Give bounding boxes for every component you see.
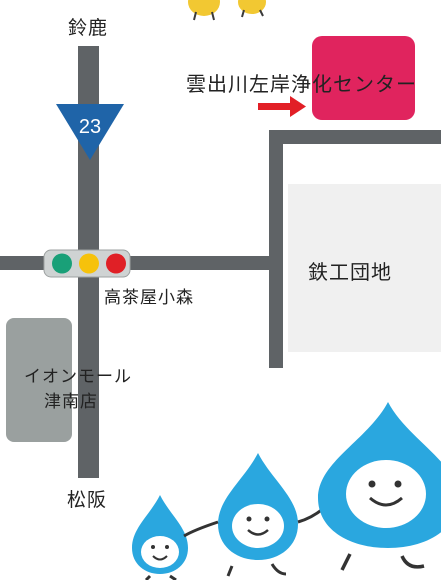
mall-label-line1: イオンモール: [24, 367, 132, 387]
estate-block: [288, 184, 441, 352]
south-destination-label: 松阪: [67, 489, 108, 511]
intersection-label: 高茶屋小森: [104, 288, 194, 308]
chick-icon: [188, 0, 220, 21]
traffic-light-icon: [43, 249, 131, 278]
access-road-horizontal: [269, 130, 441, 144]
access-road-vertical: [269, 130, 283, 368]
facility-label: 雲出川左岸浄化センター: [186, 72, 417, 96]
north-destination-label: 鈴鹿: [68, 17, 109, 39]
facility-marker: [312, 36, 415, 120]
mall-block: [6, 318, 72, 442]
chick-icon: [238, 0, 266, 18]
arrow-right-icon: [258, 96, 306, 117]
water-drop-mascot-icon: [183, 453, 325, 577]
cross-road-east: [96, 256, 279, 270]
estate-label: 鉄工団地: [308, 260, 392, 284]
water-drop-mascot-icon: [132, 495, 188, 580]
water-drop-mascot-icon: [318, 402, 441, 571]
route-number: 23: [79, 116, 101, 138]
route-shield-icon: 23: [56, 104, 124, 160]
mall-label-line2: 津南店: [44, 392, 98, 412]
